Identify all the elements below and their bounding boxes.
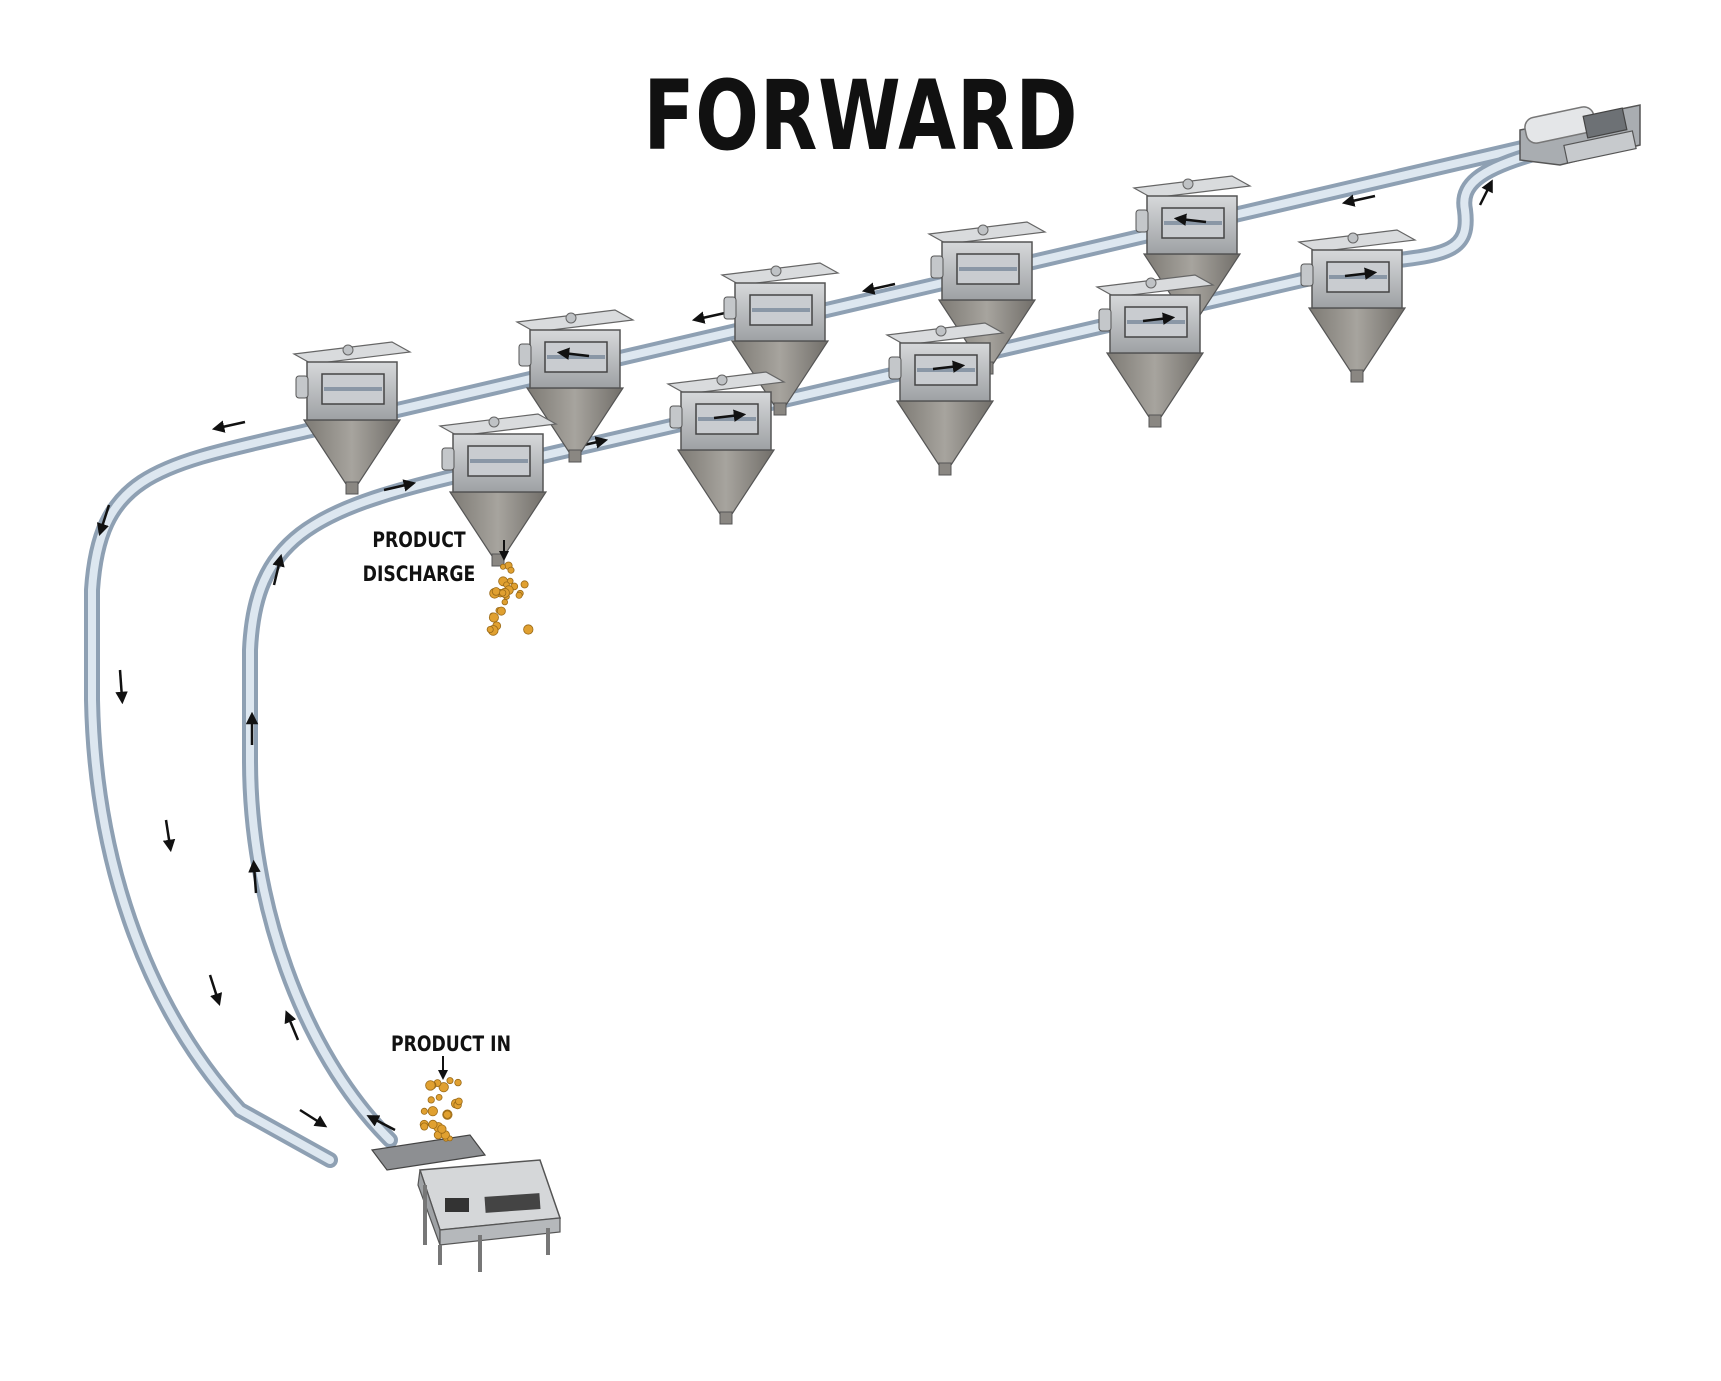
product-particle <box>523 624 534 635</box>
flow-arrow <box>932 360 966 373</box>
flow-arrow <box>1344 267 1378 280</box>
product-particle <box>427 1106 438 1117</box>
flow-arrow <box>248 859 261 894</box>
discharge-station <box>1095 274 1215 428</box>
discharge-station <box>515 309 635 463</box>
infeed-hopper <box>370 1134 562 1272</box>
flow-arrow <box>272 553 285 586</box>
discharge-station <box>720 262 840 416</box>
flow-arrow <box>366 1115 396 1132</box>
product-particle <box>427 1096 435 1104</box>
product-particle <box>488 612 499 623</box>
flow-arrow <box>299 1108 328 1128</box>
flow-arrow <box>1478 179 1493 206</box>
product-particle <box>425 1080 436 1091</box>
product-particle <box>420 1107 428 1115</box>
product-particle <box>438 1082 449 1093</box>
flow-arrow <box>162 819 176 853</box>
discharge-station <box>885 322 1005 476</box>
discharge-station <box>438 413 558 567</box>
flow-arrow <box>96 504 111 536</box>
flow-arrow <box>556 347 590 360</box>
product-discharge-label-line1: PRODUCT <box>372 528 466 552</box>
product-particle <box>437 1124 447 1134</box>
flow-arrow <box>1142 312 1176 325</box>
product-in-particles <box>419 1077 463 1142</box>
flow-arrow <box>1341 194 1376 207</box>
product-particle <box>499 563 506 570</box>
product-particle <box>499 589 507 597</box>
product-particle <box>443 1110 452 1119</box>
flow-arrow <box>208 974 223 1006</box>
product-particle <box>420 1122 429 1131</box>
product-particle <box>454 1078 462 1087</box>
flow-arrow <box>284 1010 300 1041</box>
product-particle <box>486 626 494 634</box>
lower-discharge-stations <box>438 229 1417 567</box>
product-particle <box>435 1094 443 1101</box>
product-particle <box>446 1077 454 1085</box>
diagram-title: FORWARD <box>643 60 1079 172</box>
label-arrows <box>438 540 509 1080</box>
flow-arrows <box>96 179 1493 1132</box>
product-particle <box>507 566 515 574</box>
product-particle <box>491 587 501 596</box>
flow-arrow <box>713 409 747 422</box>
product-discharge-particles <box>486 561 534 636</box>
product-in-label: PRODUCT IN <box>390 1032 512 1056</box>
product-particle <box>515 591 523 599</box>
product-discharge-label: PRODUCT DISCHARGE <box>358 523 481 591</box>
flow-arrow <box>691 311 726 324</box>
flow-arrow <box>211 420 246 433</box>
tube-upper-return <box>84 137 1543 1168</box>
discharge-station <box>666 371 786 525</box>
product-particle <box>455 1097 463 1106</box>
flow-arrow <box>861 282 896 295</box>
product-discharge-label-line2: DISCHARGE <box>362 562 476 586</box>
flow-arrow <box>115 669 128 705</box>
flow-arrow <box>1173 213 1207 226</box>
product-particle <box>520 580 529 589</box>
product-particle <box>496 606 506 616</box>
discharge-station <box>292 341 412 495</box>
flow-arrow <box>383 479 417 492</box>
drive-motor <box>1519 104 1641 166</box>
product-particle <box>501 598 508 606</box>
product-particle <box>428 1119 438 1130</box>
discharge-station <box>1297 229 1417 383</box>
tube-lower-feed <box>242 147 1538 1148</box>
upper-discharge-stations <box>292 175 1252 495</box>
